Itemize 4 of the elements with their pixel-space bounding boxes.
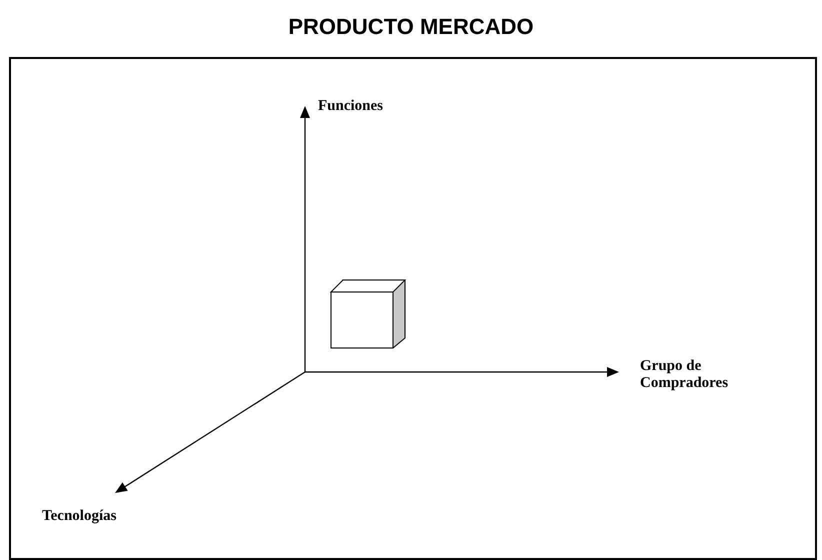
- diagram-title: PRODUCTO MERCADO: [287, 14, 535, 40]
- axis-label: Grupo de Compradores: [640, 358, 730, 392]
- axis-label: Funciones: [318, 98, 384, 115]
- axis-label: Tecnologías: [42, 508, 118, 525]
